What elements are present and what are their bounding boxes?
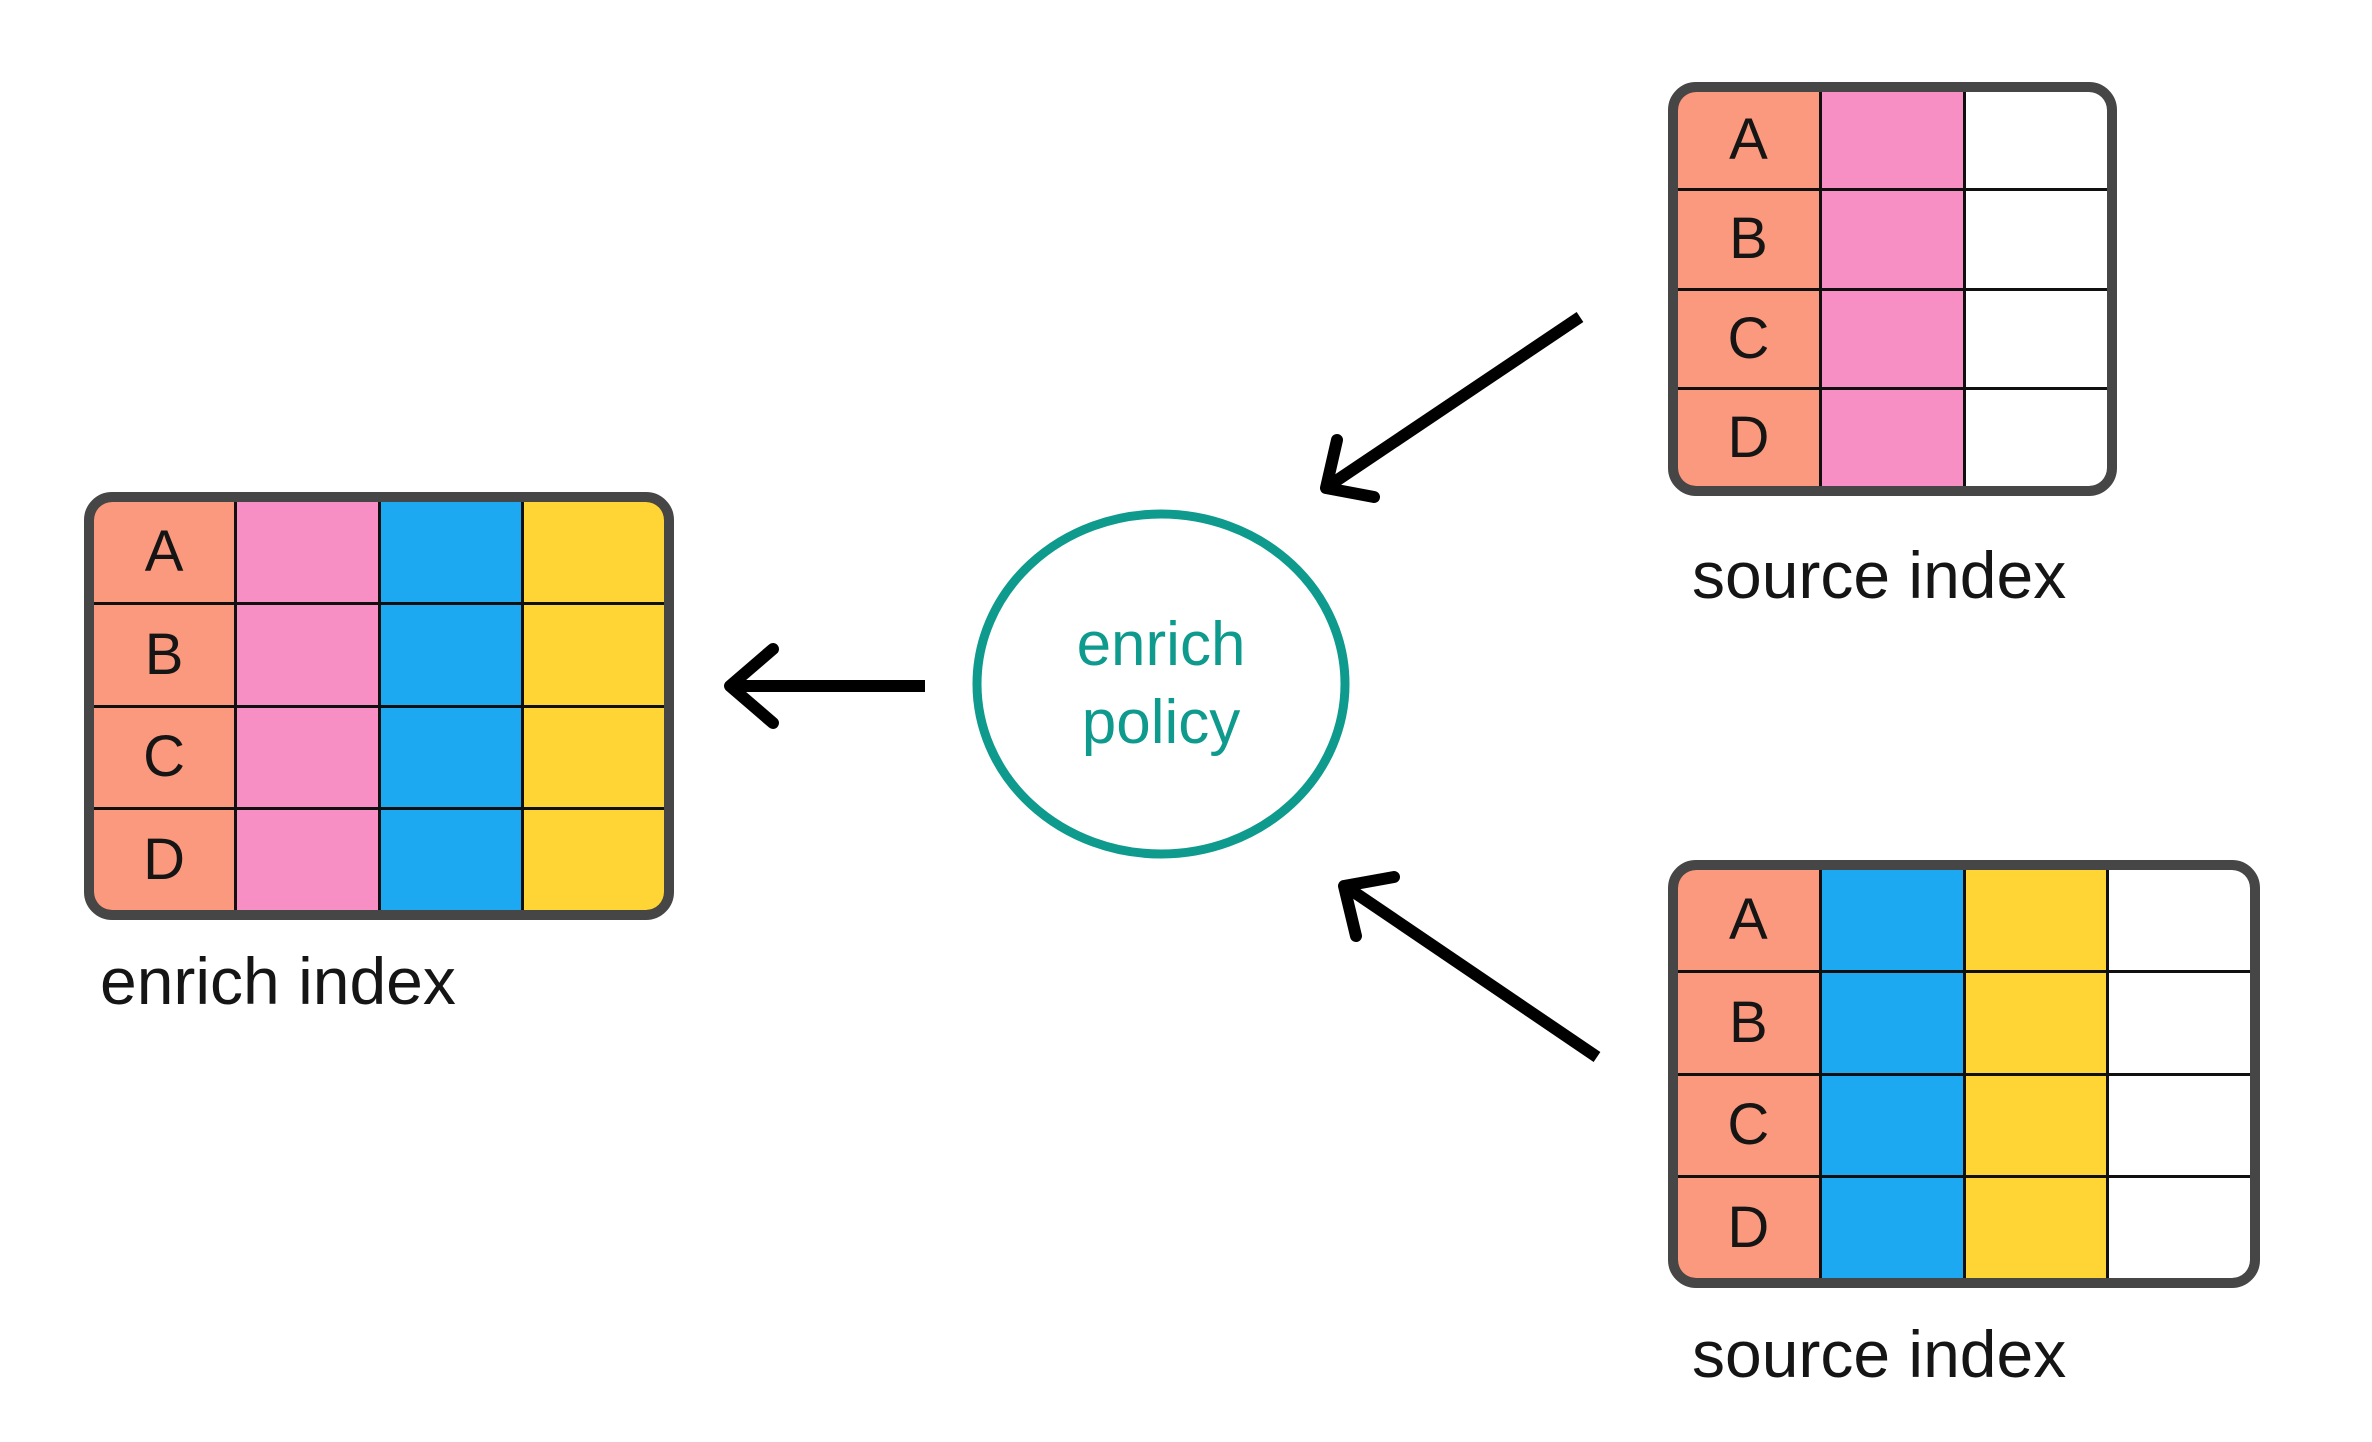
source-index-top-label: source index (1692, 538, 2067, 612)
table-cell (1966, 389, 2107, 486)
table-cell (1965, 870, 2107, 970)
row-key-cell: A (94, 502, 235, 602)
row-key-cell: A (1678, 870, 1819, 970)
table-cell (1822, 92, 1963, 189)
enrich-policy-label: enrich policy (977, 514, 1345, 854)
row-key-cell: B (1678, 191, 1819, 288)
row-key-cell: B (1678, 972, 1819, 1073)
enrich-index-label: enrich index (100, 944, 456, 1018)
row-key-cell: C (1678, 1075, 1819, 1176)
table-cell (380, 810, 521, 910)
policy-label-line2: policy (1081, 688, 1241, 757)
table-cell (523, 810, 664, 910)
table-cell (237, 604, 378, 705)
table-cell (1965, 1075, 2107, 1176)
table-cell (1822, 389, 1963, 486)
table-cell (1821, 972, 1963, 1073)
table-cell (237, 502, 378, 602)
source-index-top-table: A B C D (1668, 82, 2117, 496)
table-cell (1966, 191, 2107, 288)
enrich-index-table: A B C D (84, 492, 674, 920)
table-cell (1966, 290, 2107, 387)
table-cell (1965, 1178, 2107, 1278)
row-key-cell: C (1678, 290, 1819, 387)
table-cell (2109, 1178, 2250, 1278)
table-cell (380, 707, 521, 808)
table-cell (1822, 191, 1963, 288)
table-cell (237, 707, 378, 808)
row-key-cell: D (94, 810, 235, 910)
table-cell (2109, 870, 2250, 970)
source-index-bottom-label: source index (1692, 1317, 2067, 1391)
row-key-cell: D (1678, 389, 1819, 486)
policy-label-line1: enrich (1076, 610, 1246, 679)
table-cell (1965, 972, 2107, 1073)
table-cell (380, 502, 521, 602)
arrow-source-bottom-to-policy (1338, 871, 1601, 1062)
table-cell (1821, 1178, 1963, 1278)
row-key-cell: A (1678, 92, 1819, 189)
table-cell (523, 502, 664, 602)
enrich-policy-circle (972, 509, 1350, 859)
table-cell (1821, 1075, 1963, 1176)
table-cell (523, 604, 664, 705)
table-cell (2109, 1075, 2250, 1176)
row-key-cell: C (94, 707, 235, 808)
table-cell (1966, 92, 2107, 189)
table-cell (1822, 290, 1963, 387)
table-cell (523, 707, 664, 808)
table-cell (1821, 870, 1963, 970)
row-key-cell: B (94, 604, 235, 705)
table-cell (380, 604, 521, 705)
row-key-cell: D (1678, 1178, 1819, 1278)
table-cell (237, 810, 378, 910)
table-cell (2109, 972, 2250, 1073)
arrow-policy-to-enrich-index (724, 643, 925, 729)
source-index-bottom-table: A B C D (1668, 860, 2260, 1288)
arrow-source-top-to-policy (1320, 312, 1584, 503)
